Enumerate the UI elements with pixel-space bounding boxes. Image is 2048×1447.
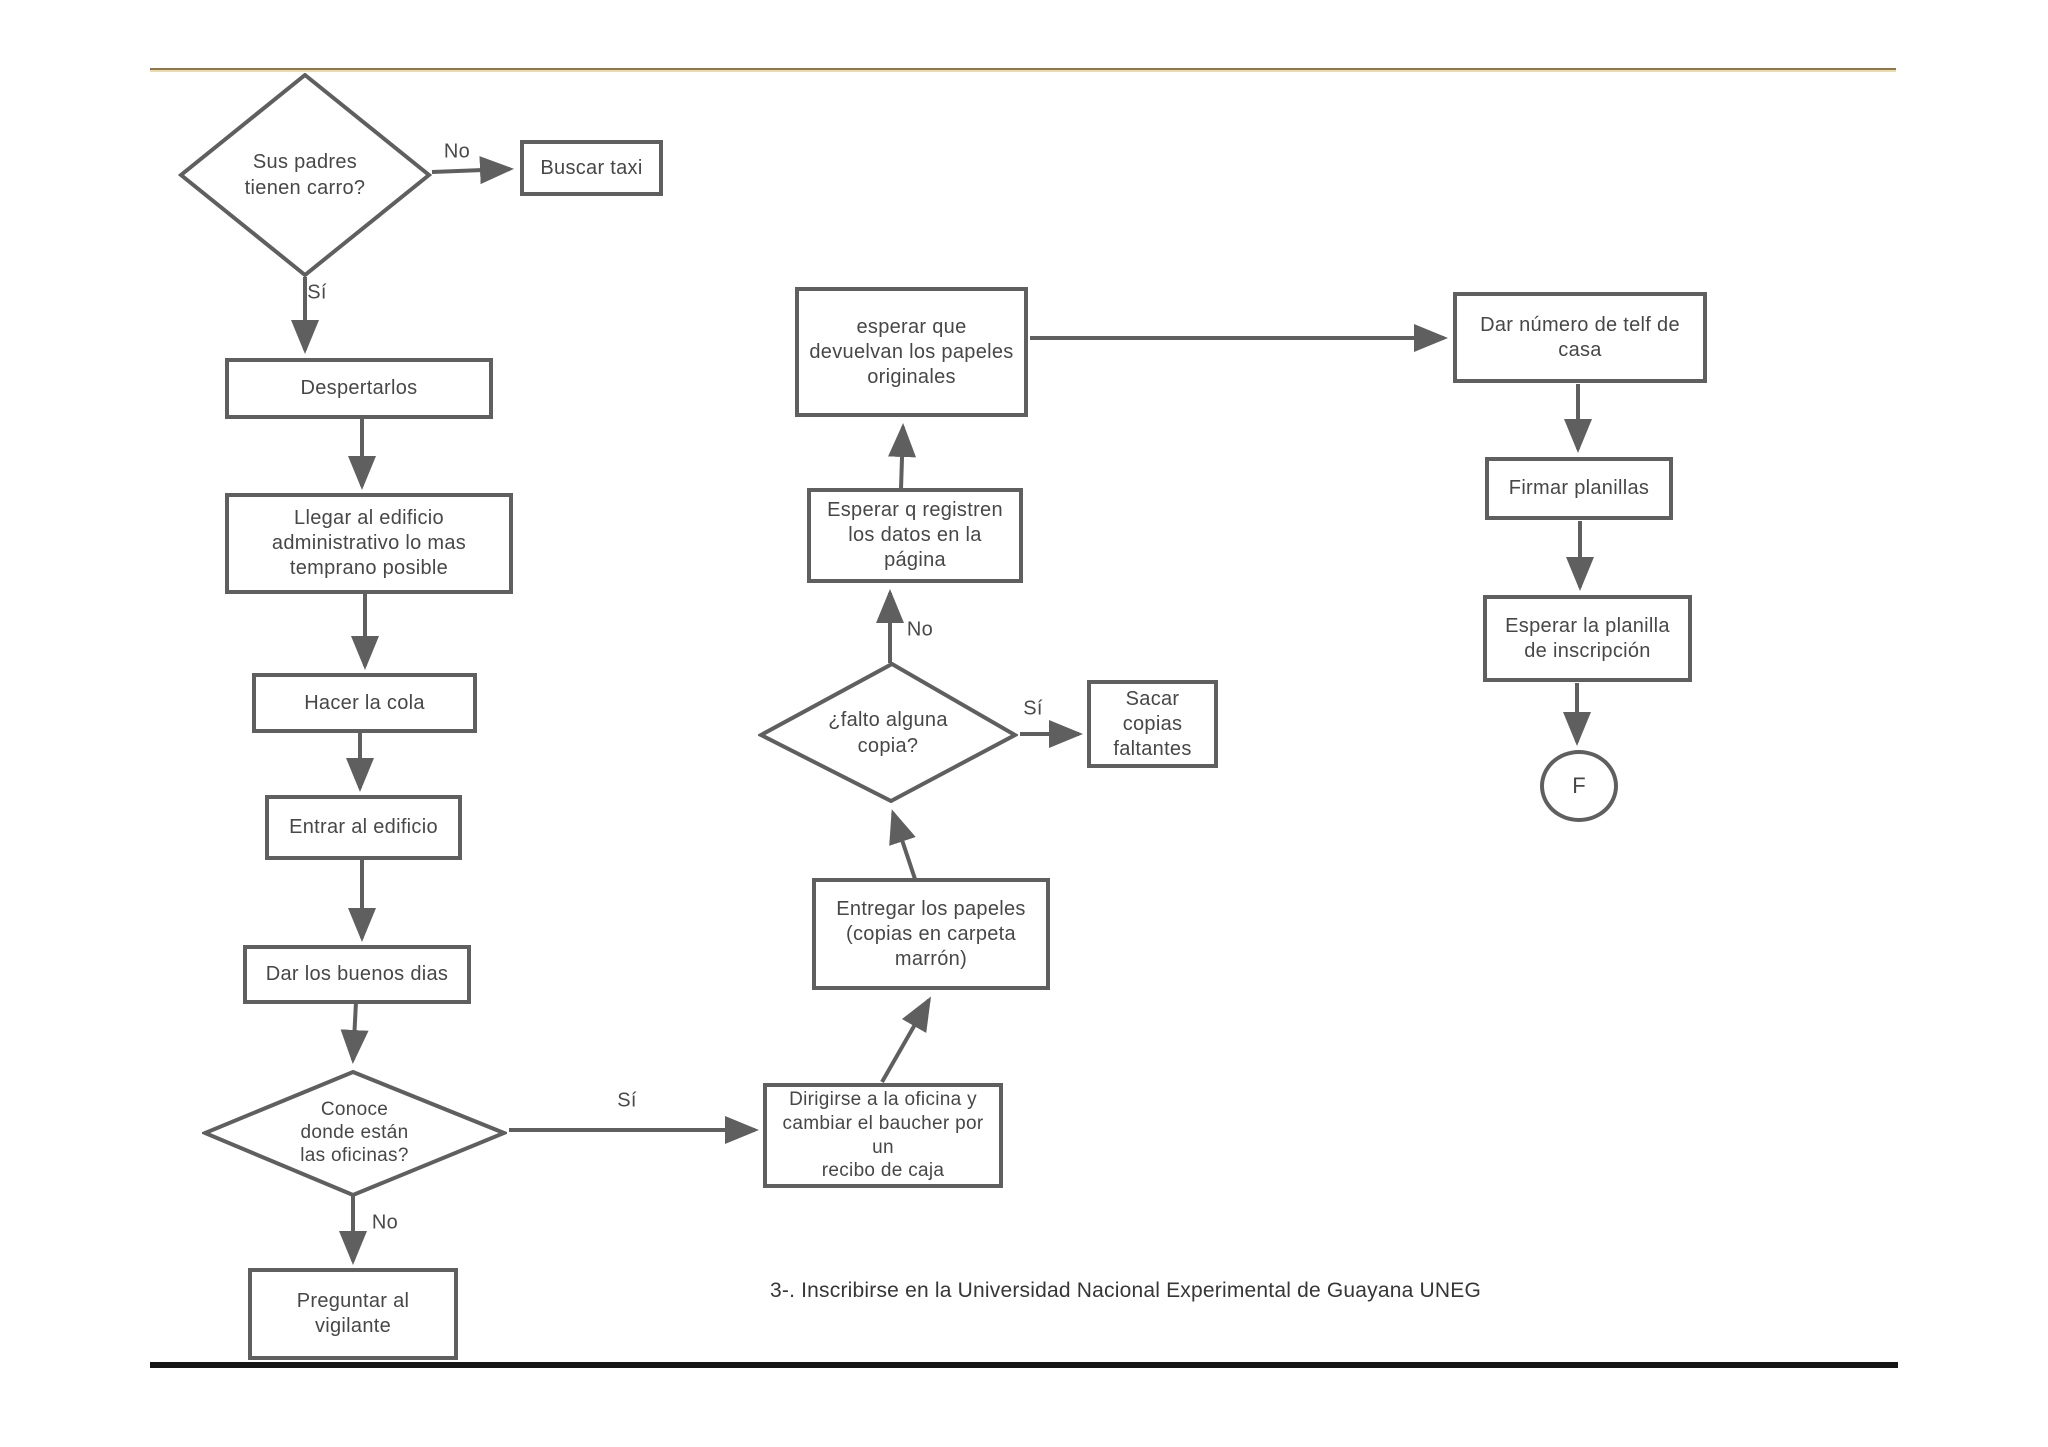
process-preguntar-vigilante: Preguntar al vigilante — [248, 1268, 458, 1360]
edge-label-si-oficina: Sí — [617, 1089, 637, 1112]
process-llegar-edificio: Llegar al edificio administrativo lo mas… — [225, 493, 513, 594]
process-esperar-registren: Esperar q registren los datos en la pági… — [807, 488, 1023, 583]
process-dar-numero-telf: Dar número de telf de casa — [1453, 292, 1707, 383]
process-dirigirse-oficina: Dirigirse a la oficina y cambiar el bauc… — [763, 1083, 1003, 1188]
process-buscar-taxi: Buscar taxi — [520, 140, 663, 196]
connector-dirigirse-to-entregar — [880, 996, 931, 1083]
decision-parents-have-car-label: Sus padres tienen carro? — [244, 151, 366, 199]
decision-missing-copy: ¿falto alguna copia? — [758, 662, 1018, 803]
top-divider-line — [150, 68, 1896, 72]
process-esperar-devuelvan: esperar que devuelvan los papeles origin… — [795, 287, 1028, 417]
process-esperar-planilla: Esperar la planilla de inscripción — [1483, 595, 1692, 682]
connector-registren-to-devuelvan — [888, 423, 917, 490]
process-hacer-cola: Hacer la cola — [252, 673, 477, 733]
decision-knows-offices-label: Conoce donde están las oficinas? — [300, 1099, 409, 1166]
edge-label-si-copias: Sí — [1023, 697, 1043, 720]
connector-no-to-buscar-taxi — [431, 156, 514, 185]
slide-caption: 3-. Inscribirse en la Universidad Nacion… — [770, 1279, 1482, 1302]
decision-parents-have-car: Sus padres tienen carro? — [178, 73, 432, 277]
process-entrar-edificio: Entrar al edificio — [265, 795, 462, 860]
terminator-fin: F — [1540, 750, 1618, 822]
edge-label-no-taxi: No — [443, 140, 471, 163]
edge-label-si-despertar: Sí — [307, 281, 327, 304]
bottom-divider-line — [150, 1362, 1898, 1368]
process-despertarlos: Despertarlos — [225, 358, 493, 419]
edge-label-no-vigilante: No — [371, 1211, 399, 1234]
process-entregar-papeles: Entregar los papeles (copias en carpeta … — [812, 878, 1050, 990]
decision-knows-offices: Conoce donde están las oficinas? — [202, 1070, 507, 1197]
connector-entregar-to-falto-copia — [889, 809, 917, 880]
process-sacar-copias: Sacar copias faltantes — [1087, 680, 1218, 768]
decision-missing-copy-label: ¿falto alguna copia? — [828, 708, 948, 757]
edge-label-no-pagina: No — [906, 618, 934, 641]
process-firmar-planillas: Firmar planillas — [1485, 457, 1673, 520]
connector-buenos-dias-to-conoce — [340, 1001, 369, 1064]
process-dar-buenos-dias: Dar los buenos dias — [243, 945, 471, 1004]
